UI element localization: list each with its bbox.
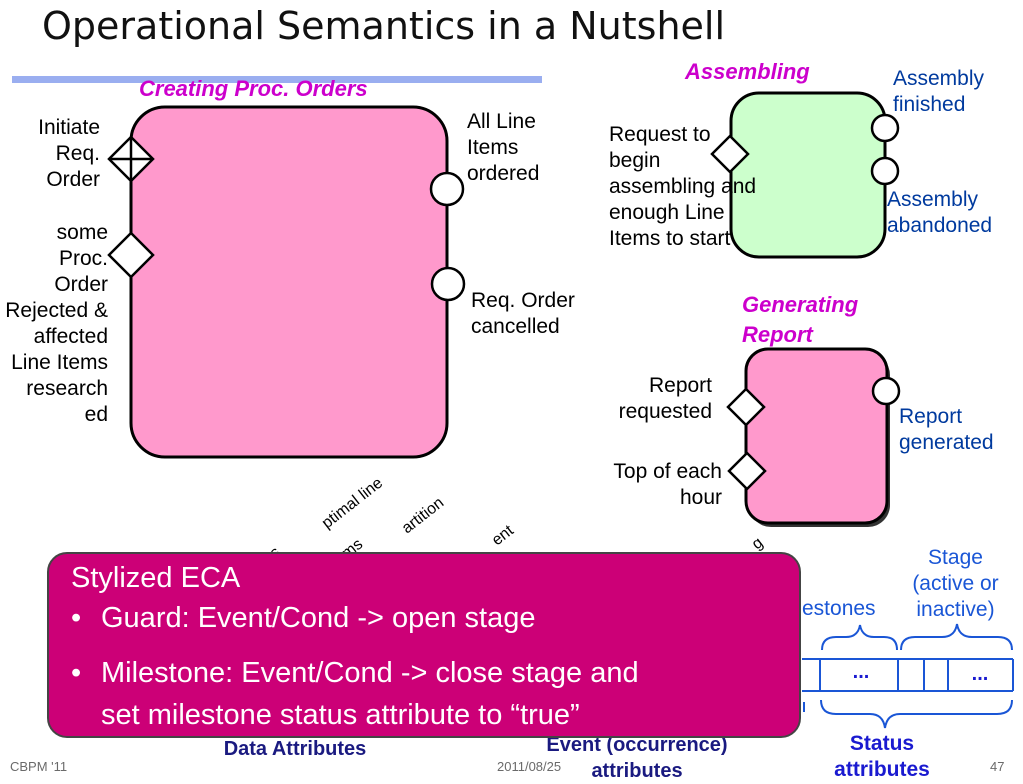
assembly-finished-label: Assembly finished	[893, 67, 985, 116]
eca-title: Stylized ECA	[71, 562, 241, 594]
report-requested-guard-diamond	[726, 387, 766, 427]
generating-stage-title: Generating Report	[742, 292, 859, 347]
footer-conference: CBPM '11	[10, 759, 68, 774]
footer-page-number: 47	[990, 759, 1005, 774]
eca-bullet-text: Guard: Event/Cond -> open stage	[101, 602, 536, 634]
bullet-dot: •	[71, 602, 82, 634]
footer-date: 2011/08/25	[497, 759, 562, 774]
stage-label-line: Stage	[928, 546, 983, 569]
stage-brace	[900, 623, 1013, 651]
all-line-items-label: All Line Items ordered	[467, 110, 540, 185]
rejected-guard-label: some Proc. Order Rejected & affected Lin…	[5, 221, 108, 426]
initiate-guard-diamond	[107, 135, 155, 183]
event-attributes-line: Event (occurrence)	[546, 734, 728, 756]
report-requested-label: Report requested	[618, 374, 712, 423]
milestones-label: estones	[802, 597, 876, 620]
report-generated-label: Report generated	[899, 405, 994, 454]
ellipsis-cell: ...	[971, 663, 989, 685]
req-order-cancelled-milestone	[430, 266, 466, 302]
eca-bullet-text: set milestone status attribute to “true”	[101, 699, 580, 731]
eca-bullet-guard: • Guard: Event/Cond -> open stage	[71, 602, 535, 635]
status-brace	[820, 699, 1013, 729]
status-attributes-line: attributes	[834, 758, 930, 781]
assembling-guard-diamond	[710, 134, 750, 174]
ellipsis-cell: ...	[852, 661, 870, 683]
assembly-abandoned-label: Assembly abandoned	[887, 188, 993, 237]
stage-label: Stage (active or inactive)	[898, 545, 1013, 623]
req-order-cancelled-label: Req. Order cancelled	[471, 289, 575, 338]
status-attributes-label: Status attributes	[820, 731, 944, 783]
creating-stage-title: Creating Proc. Orders	[139, 76, 368, 101]
eca-callout-box: Stylized ECA • Guard: Event/Cond -> open …	[47, 552, 801, 738]
stage-label-line: inactive)	[916, 598, 995, 621]
stage-label-line: (active or	[912, 572, 999, 595]
slide-title: Operational Semantics in a Nutshell	[42, 4, 726, 48]
data-attributes-label: Data Attributes	[223, 738, 367, 760]
eca-bullet-text: Milestone: Event/Cond -> close stage and	[101, 657, 639, 689]
all-line-items-milestone	[429, 171, 465, 207]
assembly-abandoned-milestone	[870, 156, 900, 186]
assembly-finished-milestone	[870, 113, 900, 143]
report-generated-milestone	[871, 376, 901, 406]
milestones-brace	[821, 624, 898, 651]
record-table	[802, 658, 1014, 692]
initiate-guard-label: Initiate Req. Order	[38, 116, 100, 191]
eca-bullet-milestone: • Milestone: Event/Cond -> close stage an…	[71, 652, 639, 736]
creating-stage-box	[129, 105, 449, 459]
event-attributes-label: Event (occurrence) attributes	[512, 732, 762, 784]
rejected-guard-diamond	[107, 231, 155, 279]
top-of-hour-label: Top of each hour	[613, 460, 722, 509]
top-of-hour-guard-diamond	[727, 451, 767, 491]
assembling-stage-title: Assembling	[685, 59, 810, 84]
bullet-dot: •	[71, 657, 82, 689]
title-underline	[12, 76, 542, 83]
generating-stage-box	[744, 347, 889, 525]
status-attributes-line: Status	[849, 732, 915, 755]
assembling-guard-label: Request to begin assembling and enough L…	[609, 123, 757, 250]
event-attributes-line: attributes	[591, 760, 683, 782]
